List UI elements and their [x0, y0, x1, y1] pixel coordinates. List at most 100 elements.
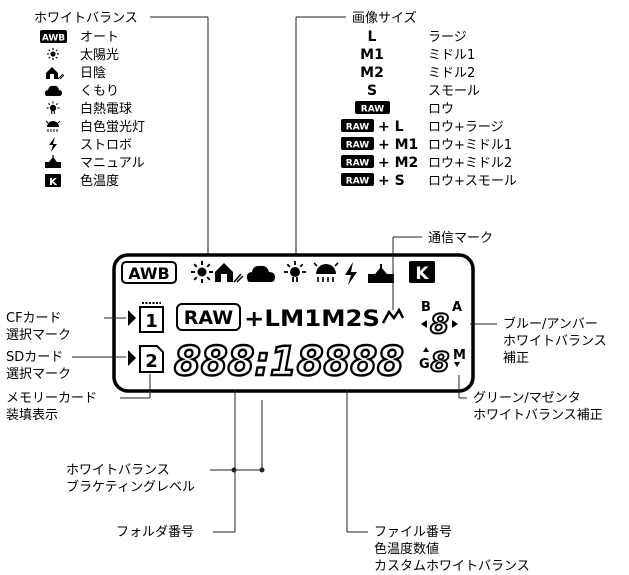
size-label-small: スモール	[428, 84, 480, 99]
awb-badge-icon	[40, 30, 67, 43]
callout-folder-label: フォルダ番号	[116, 525, 194, 540]
lcd-cloud-icon	[247, 265, 275, 282]
lcd-size-row: +LM1M2S	[244, 307, 380, 332]
lcd-wb-shift-right-arrow	[452, 320, 458, 328]
size-label-raw-s: ロウ+スモール	[428, 174, 517, 189]
lcd-fluorescent-icon	[313, 262, 339, 282]
raw-m2-row: RAW + M2 ロウ+ミドル2	[341, 155, 512, 171]
callout-bracket-label-2: ブラケティングレベル	[66, 479, 195, 495]
size-label-raw-m2: ロウ+ミドル2	[428, 156, 512, 171]
lcd-custom-wb-icon	[368, 264, 394, 283]
size-code-raw-l-suffix: + L	[378, 119, 404, 135]
raw-badge-icon	[341, 173, 374, 186]
lcd-raw-box	[176, 303, 241, 331]
callout-ba-label-2: ホワイトバランス	[503, 334, 607, 349]
size-label-large: ラージ	[428, 30, 467, 45]
size-code-m1: M1	[360, 47, 384, 63]
raw-badge-text: RAW	[346, 141, 369, 151]
size-code-s: S	[367, 83, 377, 99]
callout-sd-label-1: SDカード	[6, 350, 63, 365]
raw-badge-icon	[341, 155, 374, 168]
sun-icon	[47, 48, 59, 60]
size-code-l: L	[368, 29, 377, 45]
wb-label-kelvin: 色温度	[80, 173, 119, 189]
callout-cf-label-1: CFカード	[6, 311, 62, 326]
raw-m1-row: RAW + M1 ロウ+ミドル1	[341, 137, 512, 153]
lcd-shade-icon	[215, 263, 244, 283]
lcd-wb-shift-down-arrow	[454, 362, 460, 367]
lcd-wb-shift-b: B	[421, 300, 431, 315]
size-label-raw-m1: ロウ+ミドル1	[428, 138, 512, 153]
callout-file-label-3: カスタムホワイトバランス	[374, 559, 530, 574]
callout-mem-label-1: メモリーカード	[6, 391, 97, 406]
raw-badge-text: RAW	[361, 105, 384, 115]
wb-label-cloudy: くもり	[80, 84, 119, 99]
size-code-raw-s-suffix: + S	[378, 173, 405, 189]
raw-badge-text: RAW	[346, 123, 369, 133]
size-label-raw: ロウ	[428, 102, 454, 117]
callouts	[72, 236, 497, 533]
awb-badge-text: AWB	[42, 34, 65, 44]
wb-label-custom: マニュアル	[80, 156, 145, 171]
callout-gm-label-2: ホワイトバランス補正	[473, 408, 603, 423]
lcd-awb-box	[121, 261, 177, 284]
size-label-m1: ミドル1	[428, 48, 475, 63]
callout-ba-label-1: ブルー/アンバー	[503, 316, 598, 332]
lcd-wb-shift-gm-digit: 8	[431, 347, 450, 378]
size-code-raw-m1-suffix: + M1	[378, 137, 418, 153]
lcd-wb-shift-ba-digit: 8	[430, 309, 449, 340]
lcd-wb-shift-up-arrow	[423, 347, 429, 352]
wb-legend: ホワイトバランス AWB オート 太陽光 日陰 くも	[34, 11, 209, 268]
lcd-sd-select-arrow	[128, 350, 136, 366]
callout-bracket-label-1: ホワイトバランス	[66, 463, 170, 478]
lcd-cf-select-arrow	[128, 310, 136, 326]
lcd-wb-shift-left-arrow	[421, 320, 427, 328]
lcd-comm-icon	[381, 307, 405, 324]
lcd-wb-shift-g: G	[419, 357, 430, 372]
raw-badge-icon	[341, 119, 374, 132]
kelvin-badge-text: K	[49, 177, 58, 188]
wb-label-daylight: 太陽光	[80, 48, 119, 63]
callout-mem-label-2: 装填表示	[6, 408, 58, 423]
wb-label-flash: ストロボ	[80, 138, 132, 153]
callout-file-label-1: ファイル番号	[374, 525, 452, 540]
callout-file-label-2: 色温度数値	[374, 541, 439, 557]
raw-l-row: RAW + L ロウ+ラージ	[341, 119, 504, 135]
lcd-sun-icon	[191, 261, 213, 283]
lcd-tungsten-icon	[284, 261, 306, 282]
lcd-card1-number: 1	[145, 311, 158, 332]
lcd-wb-shift-m: M	[453, 348, 466, 363]
raw-badge-text: RAW	[346, 177, 369, 187]
callout-ba-label-3: 補正	[503, 351, 529, 366]
wb-label-shade: 日陰	[80, 66, 106, 81]
wb-legend-heading: ホワイトバランス	[34, 11, 138, 26]
wb-label-auto: オート	[80, 30, 119, 45]
lcd-kelvin-text: K	[415, 264, 429, 284]
lcd-flash-icon	[345, 262, 357, 285]
lcd-awb-text: AWB	[128, 264, 170, 283]
flash-icon	[49, 137, 57, 152]
size-label-m2: ミドル2	[428, 66, 475, 81]
bracket-junction-dot	[231, 467, 237, 473]
lcd-main-digits: 888:18888	[174, 339, 404, 385]
size-code-m2: M2	[360, 65, 384, 81]
size-legend: 画像サイズ L ラージ M1 ミドル1 M2 ミドル2 S スモール RAW ロ…	[295, 10, 517, 268]
fluorescent-icon	[45, 120, 61, 132]
size-label-raw-l: ロウ+ラージ	[428, 120, 504, 135]
cloud-icon	[45, 85, 62, 96]
raw-badge-text: RAW	[346, 159, 369, 169]
lcd-wb-shift-a: A	[452, 300, 462, 315]
callout-gm-label-1: グリーン/マゼンタ	[473, 391, 581, 406]
callout-cf-label-2: 選択マーク	[6, 328, 71, 343]
lcd-card2-number: 2	[145, 351, 158, 372]
lcd-frame	[112, 253, 475, 393]
tungsten-icon	[46, 101, 60, 114]
callout-sd-label-2: 選択マーク	[6, 367, 71, 382]
size-code-raw-m2-suffix: + M2	[378, 155, 418, 171]
raw-s-row: RAW + S ロウ+スモール	[341, 173, 517, 189]
callout-comm-label: 通信マーク	[428, 231, 493, 246]
bracket-junction-dot	[259, 467, 265, 473]
lcd-cf-card-icon	[139, 306, 164, 333]
lcd-raw-text: RAW	[184, 307, 233, 329]
lcd-kelvin-badge	[409, 261, 435, 283]
